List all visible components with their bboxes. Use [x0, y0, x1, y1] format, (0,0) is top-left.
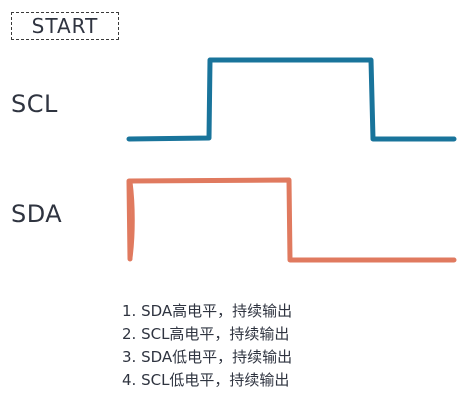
sda-waveform	[126, 177, 457, 263]
start-title: START	[31, 14, 99, 38]
scl-waveform	[126, 57, 457, 142]
note-item: 3. SDA低电平，持续输出	[122, 348, 293, 366]
notes-list: 1. SDA高电平，持续输出 2. SCL高电平，持续输出 3. SDA低电平，…	[122, 300, 292, 392]
sda-label: SDA	[11, 200, 63, 228]
note-item: 1. SDA高电平，持续输出	[122, 302, 293, 320]
note-item: 4. SCL低电平，持续输出	[122, 371, 290, 389]
start-title-box: START	[11, 12, 119, 40]
sda-left-edge-stroke	[129, 180, 135, 260]
note-item: 2. SCL高电平，持续输出	[122, 325, 290, 343]
scl-label: SCL	[11, 90, 58, 118]
